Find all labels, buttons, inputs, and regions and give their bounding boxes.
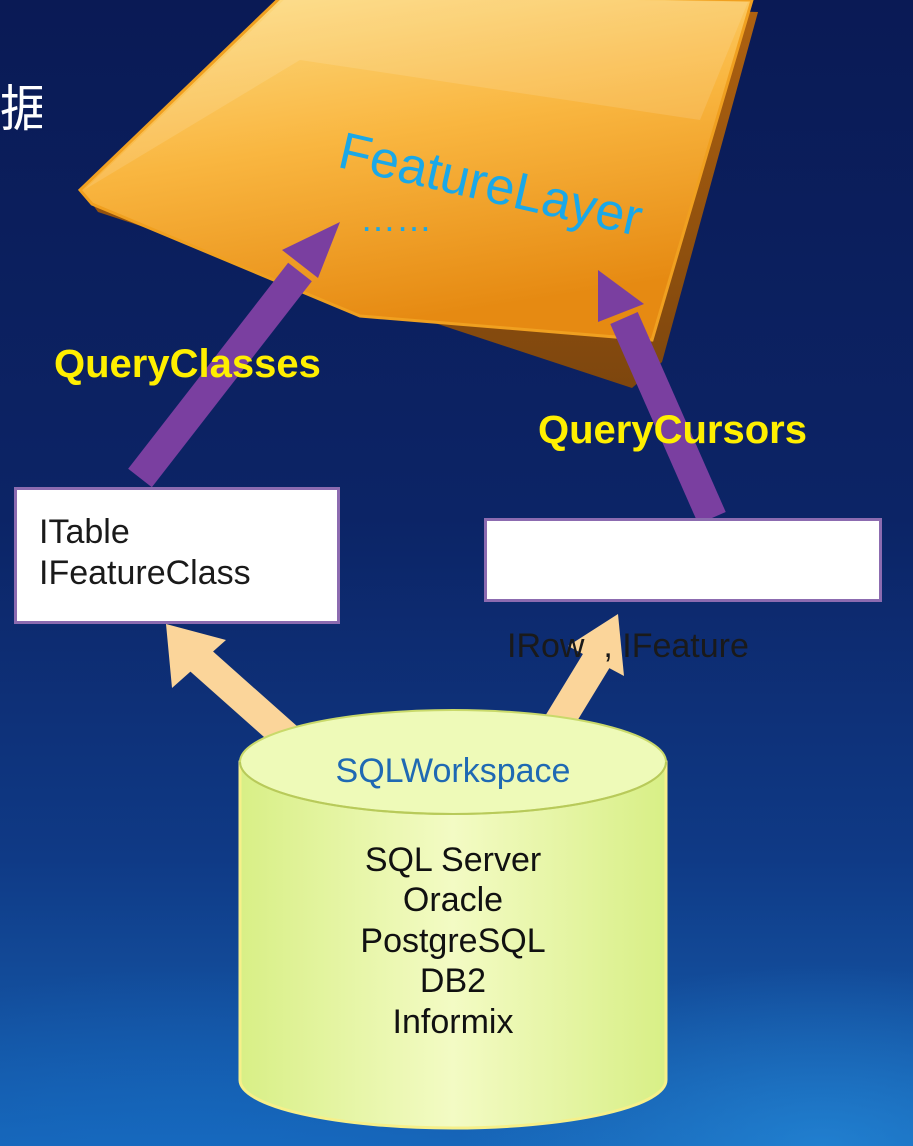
query-classes-label: QueryClasses: [54, 342, 321, 386]
ifeatureclass-text: IFeatureClass: [39, 554, 251, 593]
feature-layer-shape: [77, 0, 758, 388]
title-fragment: 据: [0, 84, 42, 134]
query-classes-arrow: [128, 222, 340, 488]
row-feature-box: IRow , IFeature: [484, 518, 882, 665]
itable-text: ITable: [39, 513, 130, 551]
database-list: SQL Server Oracle PostgreSQL DB2 Informi…: [280, 840, 626, 1042]
sql-workspace-label: SQLWorkspace: [335, 752, 571, 790]
feature-layer-ellipsis: ……: [360, 198, 432, 239]
db-item-postgresql: PostgreSQL: [360, 921, 546, 960]
database-cylinder: [238, 709, 668, 1130]
db-item-oracle: Oracle: [402, 881, 504, 920]
query-cursors-arrow: [598, 270, 726, 525]
query-cursors-label: QueryCursors: [538, 408, 807, 452]
table-class-box: ITable IFeatureClass: [14, 487, 340, 624]
db-item-db2: DB2: [419, 962, 487, 1001]
db-item-informix: Informix: [392, 1002, 514, 1041]
db-item-sqlserver: SQL Server: [364, 841, 542, 879]
left-up-arrow: [166, 624, 300, 752]
irow-ifeature-text: IRow , IFeature: [507, 626, 749, 665]
